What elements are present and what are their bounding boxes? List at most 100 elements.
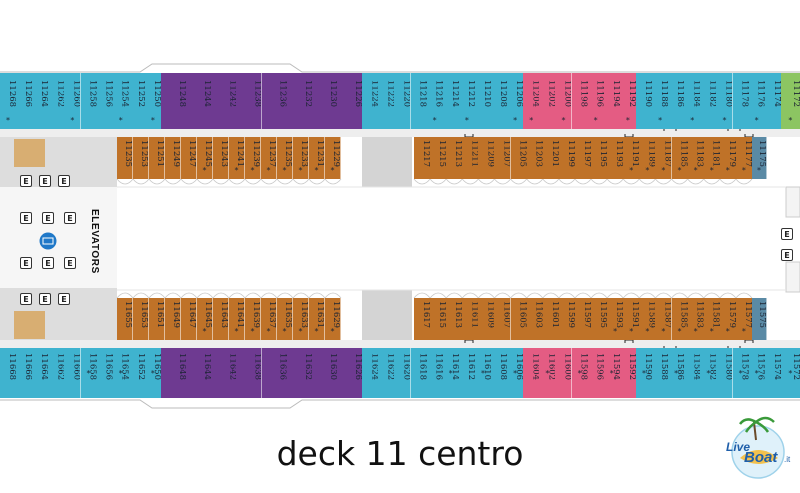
cabin-11201[interactable]: 11201 (542, 137, 560, 179)
cabin-11207[interactable]: 11207 (494, 137, 512, 179)
cabin-11178[interactable]: 11178 (732, 73, 750, 129)
cabin-11649[interactable]: 11649 (165, 298, 181, 340)
cabin-11574[interactable]: 11574 (764, 348, 782, 398)
cabin-11183[interactable]: 11183* (687, 137, 705, 179)
cabin-11192[interactable]: 11192* (619, 73, 637, 129)
cabin-11256[interactable]: 11256 (96, 73, 114, 129)
cabin-11603[interactable]: 11603 (526, 298, 544, 340)
cabin-11218[interactable]: 11218 (410, 73, 428, 129)
cabin-11583[interactable]: 11583* (687, 298, 705, 340)
cabin-11604[interactable]: 11604 (523, 348, 541, 398)
cabin-11209[interactable]: 11209 (478, 137, 496, 179)
elevator-button[interactable]: E (42, 257, 54, 269)
cabin-11236[interactable]: 11236 (261, 73, 288, 129)
cabin-11572[interactable]: 11572* (780, 348, 800, 398)
elevator-button[interactable]: E (64, 212, 76, 224)
elevator-button[interactable]: E (58, 175, 70, 187)
cabin-11203[interactable]: 11203 (526, 137, 544, 179)
cabin-11258[interactable]: 11258 (80, 73, 98, 129)
cabin-11254[interactable]: 11254* (112, 73, 130, 129)
cabin-11600[interactable]: 11600 (555, 348, 573, 398)
cabin-11644[interactable]: 11644 (186, 348, 213, 398)
cabin-11237[interactable]: 11237* (261, 137, 277, 179)
cabin-11215[interactable]: 11215 (430, 137, 448, 179)
cabin-11642[interactable]: 11642 (211, 348, 238, 398)
cabin-11176[interactable]: 11176* (748, 73, 766, 129)
cabin-11184[interactable]: 11184* (684, 73, 702, 129)
elevator-button[interactable]: E (20, 212, 32, 224)
elevator-button[interactable]: E (42, 212, 54, 224)
cabin-11631[interactable]: 11631* (309, 298, 325, 340)
cabin-11226[interactable]: 11226 (337, 73, 364, 129)
cabin-11641[interactable]: 11641* (229, 298, 245, 340)
cabin-11664[interactable]: 11664 (32, 348, 50, 398)
cabin-11208[interactable]: 11208 (491, 73, 509, 129)
cabin-11268[interactable]: 11268* (0, 73, 17, 129)
cabin-11206[interactable]: 11206* (507, 73, 525, 129)
cabin-11243[interactable]: 11243 (213, 137, 229, 179)
cabin-11213[interactable]: 11213 (446, 137, 464, 179)
cabin-11230[interactable]: 11230 (311, 73, 338, 129)
cabin-11591[interactable]: 11591* (623, 298, 641, 340)
cabin-11248[interactable]: 11248 (161, 73, 187, 129)
cabin-11592[interactable]: 11592 (619, 348, 637, 398)
cabin-11629[interactable]: 11629* (325, 298, 341, 340)
cabin-11185[interactable]: 11185* (671, 137, 689, 179)
elevator-button[interactable]: E (20, 293, 32, 305)
cabin-11197[interactable]: 11197 (574, 137, 592, 179)
cabin-11597[interactable]: 11597 (574, 298, 592, 340)
cabin-11612[interactable]: 11612 (458, 348, 476, 398)
cabin-11662[interactable]: 11662 (48, 348, 66, 398)
cabin-11598[interactable]: 11598* (571, 348, 589, 398)
cabin-11214[interactable]: 11214 (442, 73, 460, 129)
cabin-11589[interactable]: 11589* (639, 298, 657, 340)
cabin-11636[interactable]: 11636 (261, 348, 288, 398)
cabin-11575[interactable]: 11575 (752, 298, 767, 340)
cabin-11580[interactable]: 11580 (716, 348, 734, 398)
cabin-11199[interactable]: 11199 (558, 137, 576, 179)
cabin-11601[interactable]: 11601 (542, 298, 560, 340)
cabin-11262[interactable]: 11262 (48, 73, 66, 129)
cabin-11616[interactable]: 11616 (426, 348, 444, 398)
cabin-11637[interactable]: 11637* (261, 298, 277, 340)
cabin-11609[interactable]: 11609 (478, 298, 496, 340)
cabin-11242[interactable]: 11242 (211, 73, 238, 129)
cabin-11179[interactable]: 11179* (719, 137, 737, 179)
cabin-11582[interactable]: 11582* (700, 348, 718, 398)
cabin-11660[interactable]: 11660 (64, 348, 82, 398)
cabin-11195[interactable]: 11195 (591, 137, 609, 179)
cabin-11244[interactable]: 11244 (186, 73, 213, 129)
cabin-11615[interactable]: 11615 (430, 298, 448, 340)
cabin-11187[interactable]: 11187* (655, 137, 673, 179)
cabin-11618[interactable]: 11618 (410, 348, 428, 398)
cabin-11594[interactable]: 11594* (603, 348, 621, 398)
cabin-11596[interactable]: 11596 (587, 348, 605, 398)
cabin-11610[interactable]: 11610* (474, 348, 492, 398)
cabin-11599[interactable]: 11599 (558, 298, 576, 340)
cabin-11175[interactable]: 11175* (752, 137, 767, 179)
cabin-11576[interactable]: 11576* (748, 348, 766, 398)
cabin-11247[interactable]: 11247 (181, 137, 197, 179)
cabin-11585[interactable]: 11585* (671, 298, 689, 340)
cabin-11220[interactable]: 11220 (394, 73, 412, 129)
cabin-11198[interactable]: 11198 (571, 73, 589, 129)
cabin-11196[interactable]: 11196* (587, 73, 605, 129)
cabin-11231[interactable]: 11231* (309, 137, 325, 179)
cabin-11606[interactable]: 11606* (507, 348, 525, 398)
cabin-11251[interactable]: 11251 (149, 137, 165, 179)
cabin-11648[interactable]: 11648 (161, 348, 187, 398)
cabin-11658[interactable]: 11658* (80, 348, 98, 398)
cabin-11655[interactable]: 11655 (117, 298, 133, 340)
cabin-11577[interactable]: 11577* (735, 298, 753, 340)
cabin-11614[interactable]: 11614* (442, 348, 460, 398)
cabin-11264[interactable]: 11264 (32, 73, 50, 129)
cabin-11235[interactable]: 11235* (277, 137, 293, 179)
cabin-11586[interactable]: 11586* (668, 348, 686, 398)
cabin-11624[interactable]: 11624 (362, 348, 380, 398)
cabin-11205[interactable]: 11205 (510, 137, 528, 179)
cabin-11186[interactable]: 11186 (668, 73, 686, 129)
elevator-button[interactable]: E (39, 293, 51, 305)
cabin-11181[interactable]: 11181* (703, 137, 721, 179)
cabin-11253[interactable]: 11253 (133, 137, 149, 179)
elevator-button[interactable]: E (20, 175, 32, 187)
